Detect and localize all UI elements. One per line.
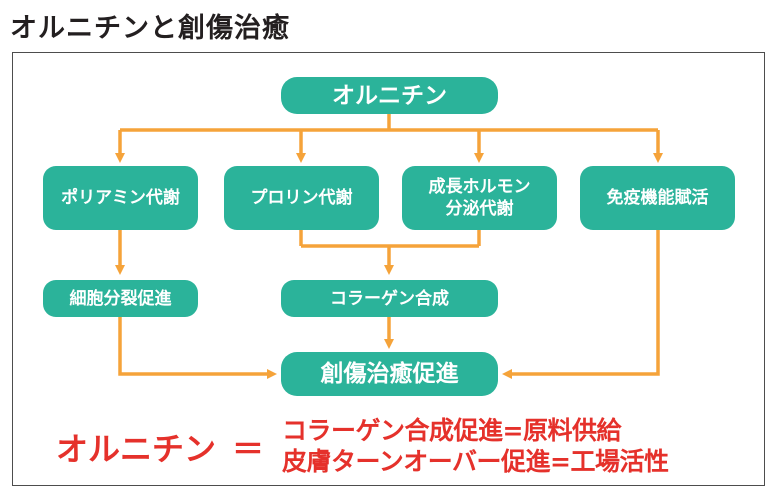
- node-ornithine-label: オルニチン: [332, 82, 447, 109]
- node-proline-label: プロリン代謝: [250, 188, 353, 208]
- arrow-cell-division-to-wound: [118, 316, 277, 379]
- node-polyamine-metabolism: ポリアミン代謝: [43, 166, 198, 230]
- formula-line-2: 皮膚ターンオーバー促進=工場活性: [282, 447, 669, 476]
- node-ornithine: オルニチン: [281, 77, 498, 114]
- page-title: オルニチンと創傷治癒: [10, 13, 290, 44]
- arrow-immune-to-wound: [502, 230, 660, 379]
- node-cell-division-label: 細胞分裂促進: [69, 288, 172, 309]
- node-polyamine-label: ポリアミン代謝: [61, 188, 180, 208]
- node-proline-metabolism: プロリン代謝: [224, 166, 379, 230]
- diagram-frame: [12, 52, 765, 486]
- node-growth-hormone: 成長ホルモン 分泌代謝: [402, 166, 557, 230]
- node-wound-healing: 創傷治癒促進: [281, 352, 498, 396]
- node-collagen-label: コラーゲン合成: [330, 288, 449, 309]
- node-immune-label: 免疫機能賦活: [606, 188, 709, 208]
- formula-equals-sign: ＝: [232, 430, 265, 468]
- node-wound-healing-label: 創傷治癒促進: [320, 361, 459, 387]
- node-cell-division: 細胞分裂促進: [43, 280, 198, 317]
- node-immune-activation: 免疫機能賦活: [580, 166, 735, 230]
- node-growth-hormone-label-1: 成長ホルモン: [428, 177, 531, 197]
- formula-line-1: コラーゲン合成促進=原料供給: [282, 416, 621, 445]
- formula-subject: オルニチン: [56, 430, 217, 468]
- node-collagen-synthesis: コラーゲン合成: [281, 280, 498, 317]
- node-growth-hormone-label-2: 分泌代謝: [445, 199, 514, 219]
